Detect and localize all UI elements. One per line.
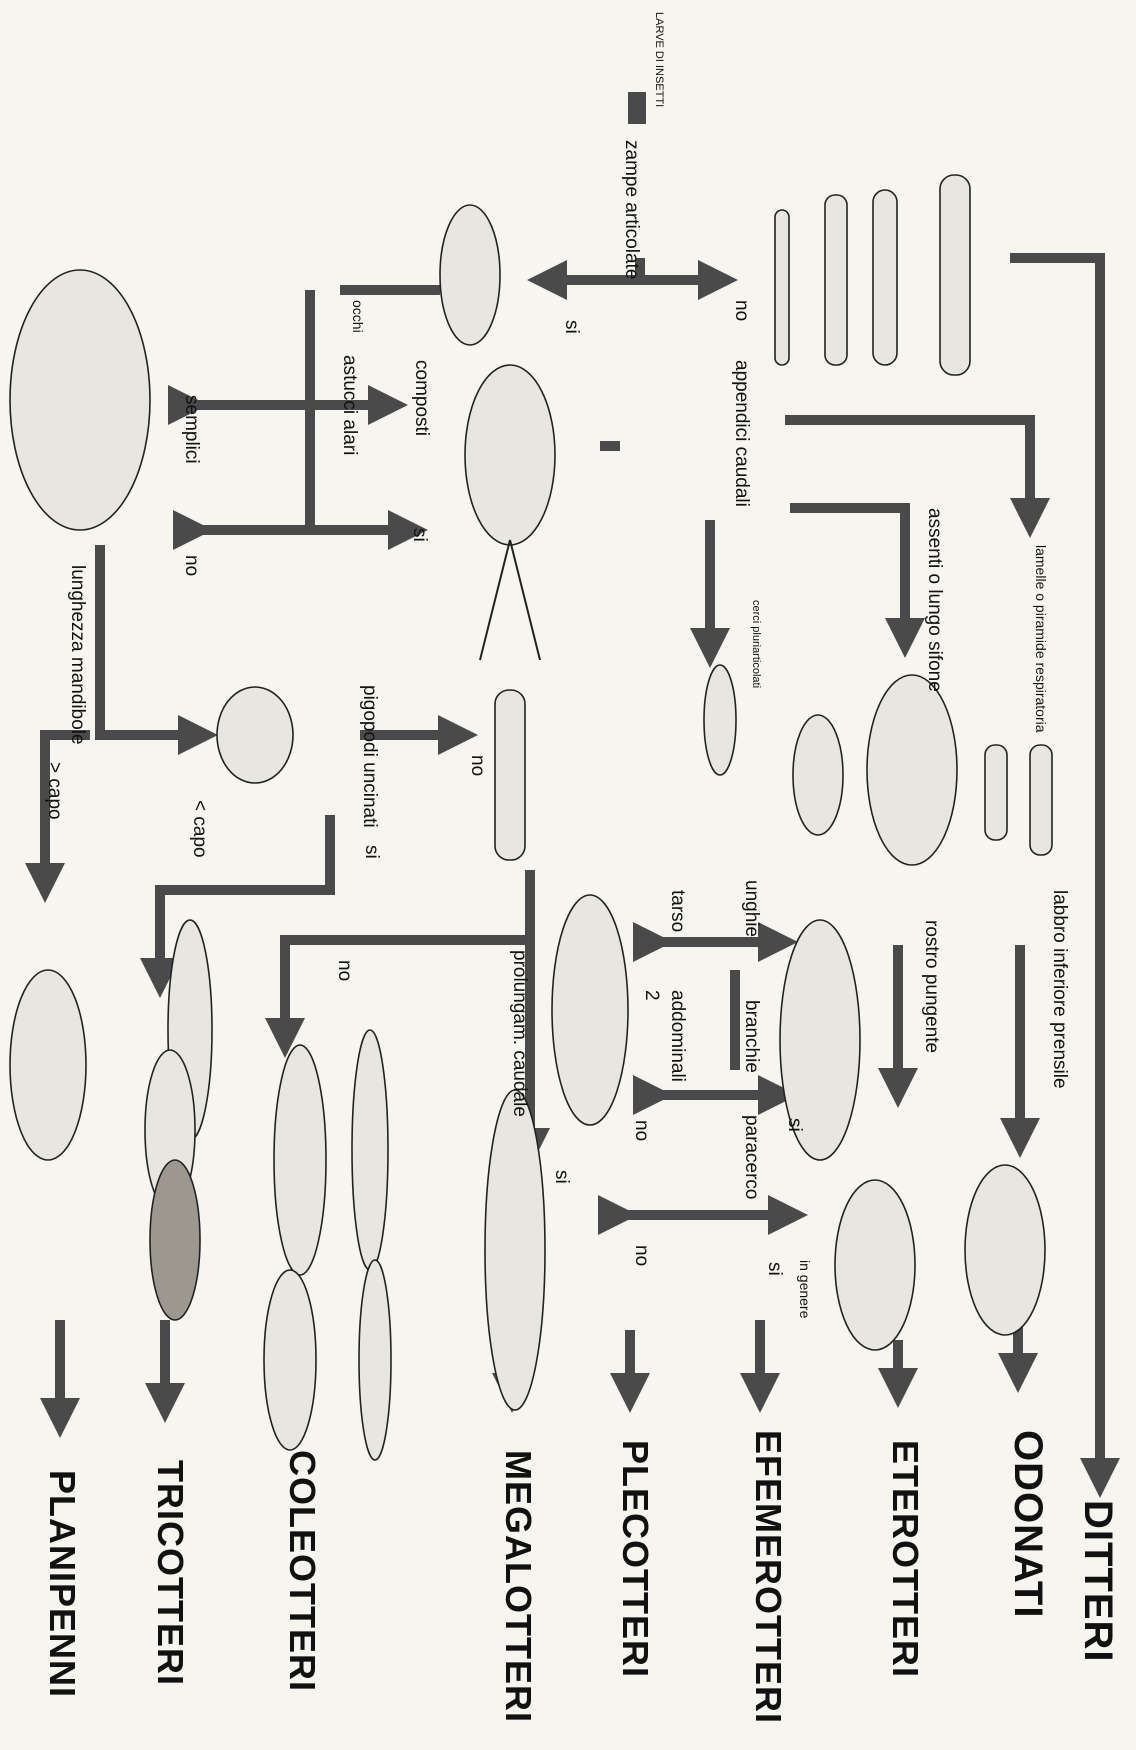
order-coleotteri: COLEOTTERI: [282, 1450, 322, 1692]
larva-odonato: [965, 1165, 1045, 1335]
label-addominali: addominali: [667, 990, 688, 1082]
label-tarso: tarso: [667, 890, 688, 932]
label-no-col: no: [334, 960, 355, 981]
start-block: [628, 92, 646, 124]
label-ali: astucci alari: [339, 355, 360, 455]
larva-illustrations: [10, 175, 1052, 1460]
label-no-para: no: [631, 1245, 652, 1266]
order-odonati: ODONATI: [1008, 1430, 1048, 1618]
larva-composti: [465, 365, 555, 660]
larva-megalottero: [485, 1090, 545, 1410]
label-si-prol: si: [551, 1170, 572, 1184]
label-paracerco: paracerco: [741, 1115, 762, 1200]
label-no-branchie: no: [631, 1120, 652, 1141]
label-composti: composti: [411, 360, 432, 436]
label-lunghezza: lunghezza mandibole: [67, 565, 88, 745]
larva-lamelle-1: [1030, 745, 1052, 855]
larva-eterottero: [835, 1180, 915, 1350]
label-zampe: zampe articolate: [621, 140, 642, 279]
label-si-zampe: si: [561, 320, 582, 334]
order-tricotteri: TRICOTTERI: [150, 1460, 190, 1686]
larva-plecottero: [552, 895, 628, 1125]
larva-coleottero-2: [274, 1045, 326, 1275]
label-no-zampe: no: [731, 300, 752, 321]
label-due: 2: [641, 990, 662, 1001]
label-sifone: assenti o lungo sifone: [924, 508, 945, 692]
label-pigopodi: pigopodi uncinati: [359, 685, 380, 828]
label-si-branchie: si: [784, 1118, 805, 1132]
label-labbro: labbro inferiore prensile: [1049, 890, 1070, 1089]
label-si-pig: si: [361, 845, 382, 859]
larva-tricottero-3: [150, 1160, 200, 1320]
label-branchie: branchie: [741, 1000, 762, 1073]
larva-ditteri-4: [775, 210, 789, 365]
larva-coleottero-3: [264, 1270, 316, 1450]
arrow-col: [285, 870, 530, 1040]
larva-no-pig: [495, 690, 525, 860]
order-planipenni: PLANIPENNI: [42, 1470, 82, 1698]
order-megalotteri: MEGALOTTERI: [498, 1450, 538, 1723]
larva-zampe: [440, 205, 500, 345]
label-minore: < capo: [189, 800, 210, 858]
larva-heteroptera-2: [793, 715, 843, 835]
larva-coleottero-4: [359, 1260, 391, 1460]
label-si-para: si: [764, 1262, 785, 1276]
larva-coleottero-1: [352, 1030, 388, 1270]
larva-pigopodi: [217, 687, 293, 783]
larva-cerci: [704, 665, 736, 775]
larva-ditteri-2: [873, 190, 897, 365]
arrow-sifone: [790, 508, 905, 640]
label-appendici: appendici caudali: [731, 360, 752, 507]
label-si-ali: si: [409, 528, 430, 542]
label-no-ali: no: [181, 555, 202, 576]
larva-heteroptera-1: [867, 675, 957, 865]
label-occhi: occhi: [350, 300, 365, 333]
label-rostro: rostro pungente: [921, 920, 942, 1053]
larva-ditteri-1: [940, 175, 970, 375]
larva-lamelle-2: [985, 745, 1007, 840]
label-unghie: unghie: [741, 880, 762, 937]
label-lamelle: lamelle o piramide respiratoria: [1033, 545, 1048, 733]
label-no-pig: no: [467, 755, 488, 776]
start-label: LARVE DI INSETTI: [653, 12, 665, 107]
label-cerci: cerci pluriarticolati: [750, 600, 762, 688]
order-efemerotteri: EFEMEROTTERI: [748, 1430, 788, 1724]
larva-ditteri-3: [825, 195, 847, 365]
order-eterotteri: ETEROTTERI: [885, 1440, 925, 1678]
label-maggiore: > capo: [44, 762, 65, 820]
order-plecotteri: PLECOTTERI: [615, 1440, 655, 1678]
label-semplici: semplici: [181, 395, 202, 464]
larva-semplici: [10, 270, 150, 530]
label-in-genere: in genere: [797, 1260, 812, 1318]
order-ditteri: DITTERI: [1078, 1500, 1118, 1663]
label-prolungam: prolungam. caudale: [509, 950, 530, 1117]
larva-planipenne: [10, 970, 86, 1160]
